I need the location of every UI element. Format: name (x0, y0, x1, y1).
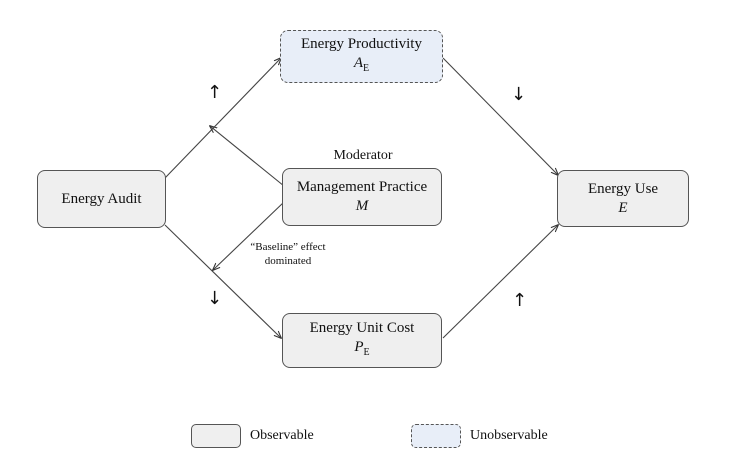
node-energy-audit-title: Energy Audit (61, 190, 142, 207)
baseline-effect-line2: dominated (264, 255, 312, 267)
node-energy-productivity-symbol: AE (353, 55, 370, 74)
baseline-effect-line1: “Baseline” effect (250, 241, 326, 253)
link-productivity-to-use (442, 57, 558, 175)
node-energy-use: Energy Use E (557, 170, 689, 227)
legend-observable-label: Observable (250, 428, 314, 443)
link-management-to-lower-path (213, 201, 285, 270)
legend-unobservable-swatch (411, 424, 461, 448)
link-management-to-upper-path (210, 126, 285, 187)
link-cost-to-use (442, 225, 558, 339)
node-management-practice: Management Practice M (282, 168, 442, 226)
baseline-effect-label: “Baseline” effect dominated (228, 240, 348, 268)
node-energy-productivity: Energy Productivity AE (280, 30, 443, 83)
down-arrow-icon: ↓ (511, 84, 527, 105)
node-energy-unit-cost: Energy Unit Cost PE (282, 313, 442, 368)
legend-observable-swatch (191, 424, 241, 448)
up-arrow-icon: ↑ (512, 290, 528, 311)
moderator-label: Moderator (333, 148, 393, 163)
up-arrow-icon: ↑ (207, 82, 223, 103)
node-energy-unit-cost-symbol: PE (354, 339, 370, 358)
node-energy-productivity-title: Energy Productivity (301, 36, 422, 52)
node-energy-use-title: Energy Use (587, 180, 659, 197)
node-management-practice-symbol: M (355, 198, 369, 214)
node-management-practice-title: Management Practice (296, 179, 428, 195)
node-energy-unit-cost-title: Energy Unit Cost (309, 320, 415, 336)
node-energy-use-symbol: E (618, 199, 628, 216)
node-energy-audit: Energy Audit (37, 170, 166, 228)
link-audit-to-productivity (164, 58, 281, 179)
down-arrow-icon: ↓ (207, 288, 223, 309)
legend-unobservable-label: Unobservable (470, 428, 548, 443)
link-audit-to-cost (164, 224, 281, 338)
